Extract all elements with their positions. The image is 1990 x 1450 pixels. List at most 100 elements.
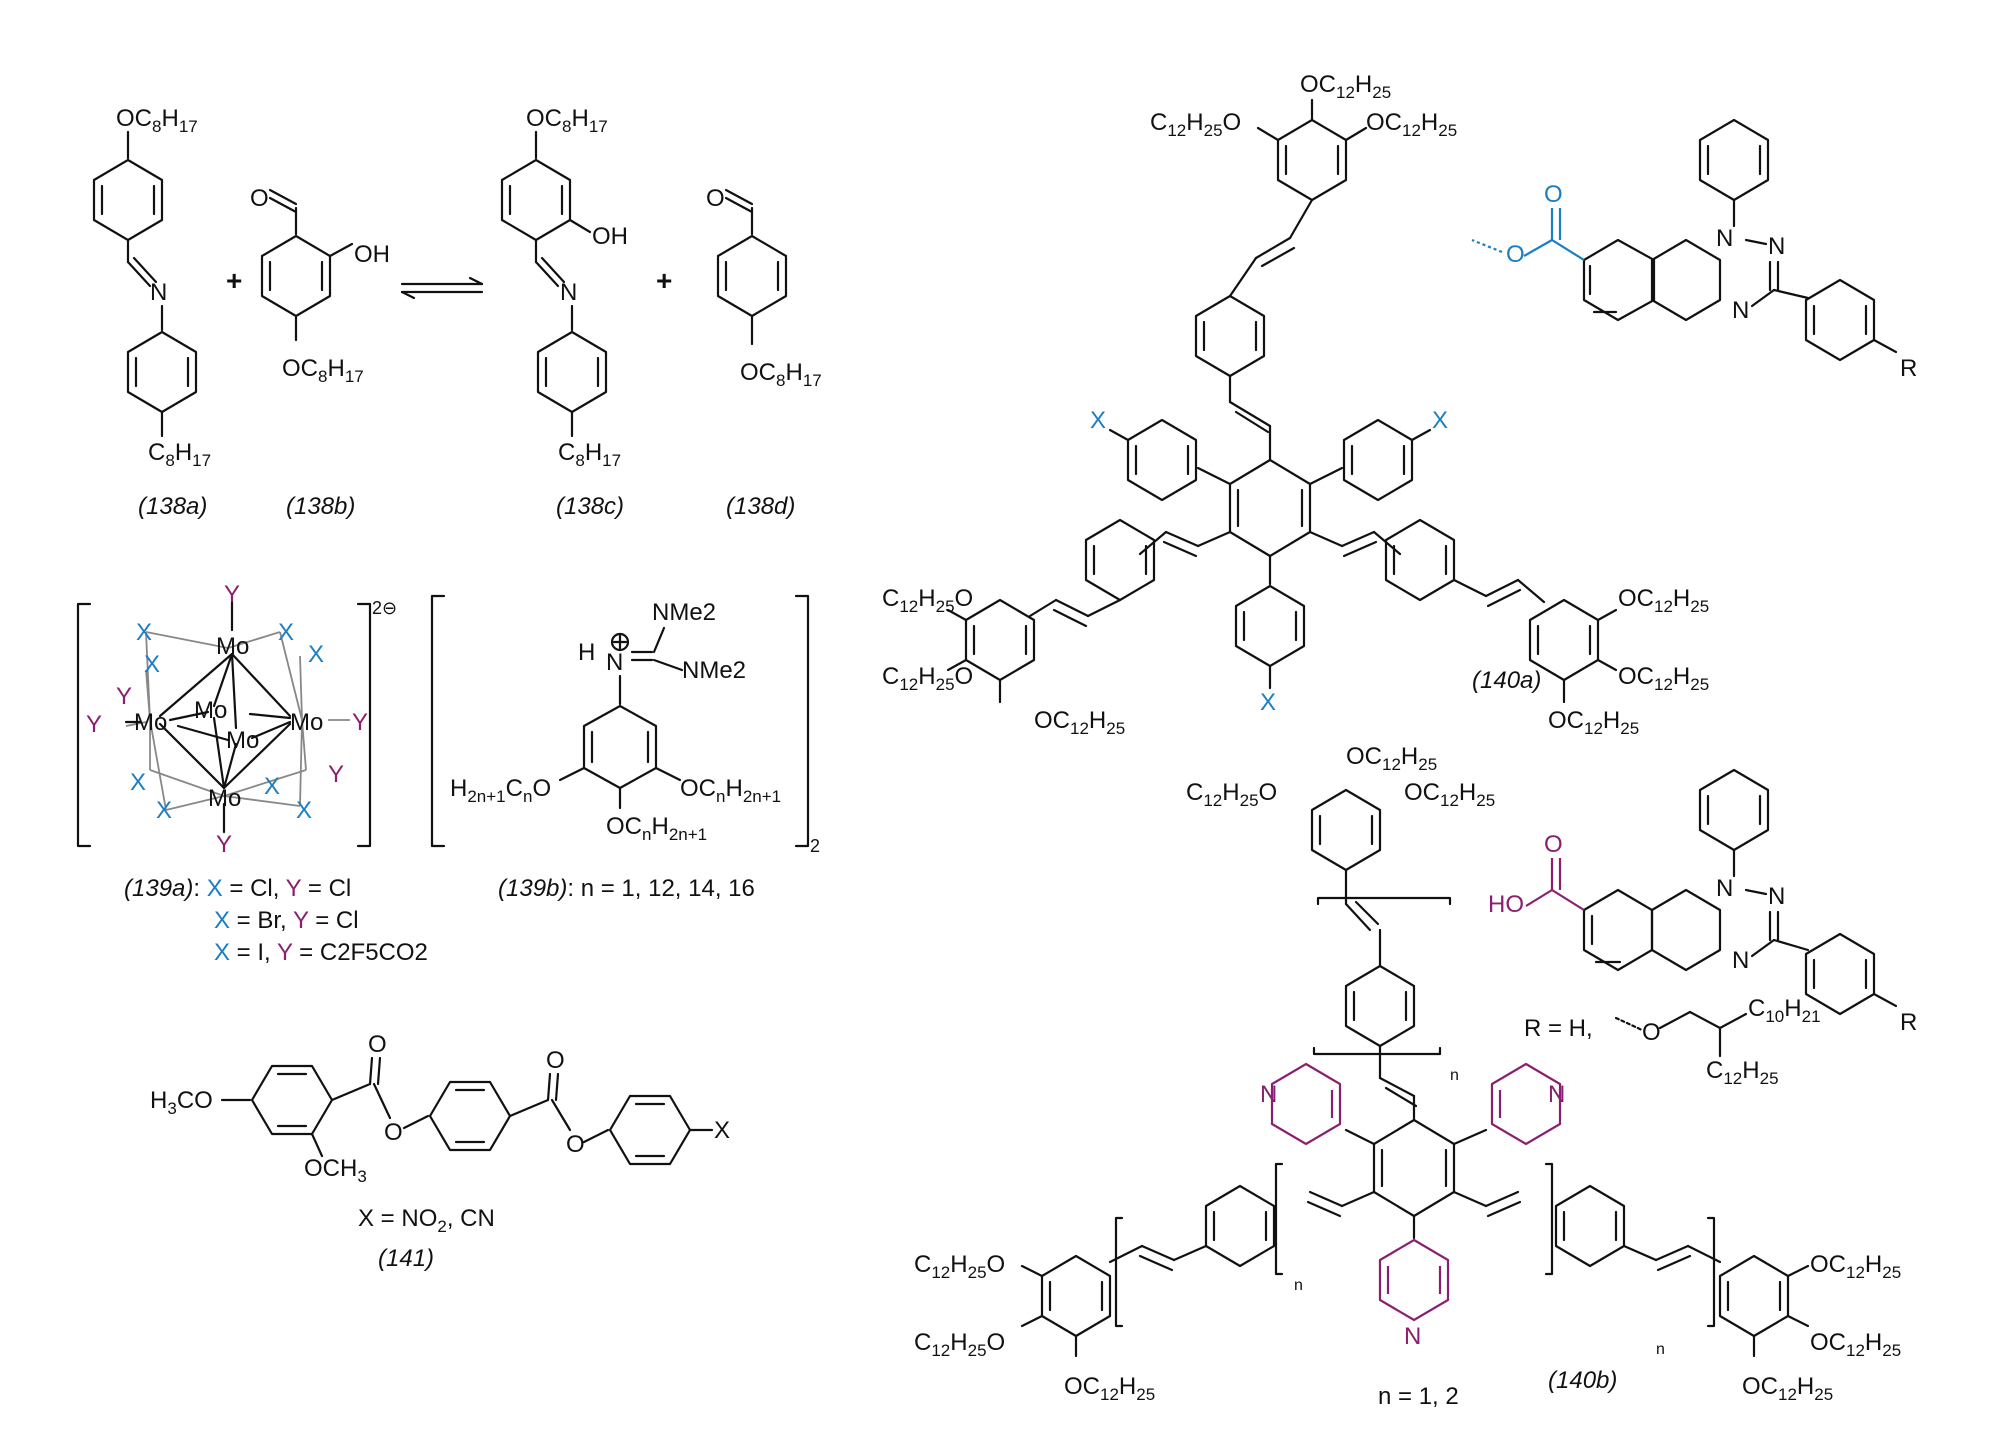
c139a-x: X bbox=[144, 651, 160, 678]
c139a-y: Y bbox=[116, 683, 132, 710]
c141-carbonyl-o: O bbox=[368, 1031, 387, 1058]
equilibrium-arrow bbox=[400, 276, 484, 300]
c140b-acid-o: O bbox=[1544, 831, 1563, 858]
c139b-nme2-right: NMe2 bbox=[682, 657, 746, 684]
c139a-variant-1: (139a): X = Cl, Y = Cl bbox=[124, 875, 351, 902]
c138c-bottom-substituent: C8H17 bbox=[558, 439, 621, 470]
c139b-bottom-substituent: OCnH2n+1 bbox=[606, 813, 707, 844]
c139b-caption: (139b): n = 1, 12, 14, 16 bbox=[498, 875, 755, 902]
c139b-count: 2 bbox=[810, 836, 820, 856]
plus-sign-2: + bbox=[656, 265, 672, 296]
c140a-n2: N bbox=[1768, 233, 1785, 260]
c140b-label: (140b) bbox=[1548, 1367, 1617, 1394]
radical-top: N N N R O O bbox=[1471, 118, 1917, 382]
c141-condition: X = NO2, CN bbox=[358, 1205, 495, 1236]
c138b-bottom-substituent: OC8H17 bbox=[282, 355, 364, 386]
c140a-r: R bbox=[1900, 355, 1917, 382]
c138a-linker: N bbox=[150, 279, 167, 306]
c138c-top-substituent: OC8H17 bbox=[526, 105, 608, 136]
c138a-bottom-substituent: C8H17 bbox=[148, 439, 211, 470]
c139a-x: X bbox=[308, 641, 324, 668]
c140a-chain: OC12H25 bbox=[1300, 71, 1391, 102]
c139a-x: X bbox=[296, 797, 312, 824]
c140b-pyridine-n: N bbox=[1548, 1081, 1565, 1108]
c140b-chain: C12H25O bbox=[914, 1251, 1005, 1282]
c141-ester-o: O bbox=[384, 1119, 403, 1146]
c140b-chain: OC12H25 bbox=[1810, 1251, 1901, 1282]
compound-139b: 2 NMe2 NMe2 H N H2n+1CnO OCnH2n+1 OCnH2n… bbox=[430, 594, 820, 902]
c141-left-substituent: H3CO bbox=[150, 1087, 213, 1118]
c138c-linker: N bbox=[560, 279, 577, 306]
plus-sign: + bbox=[226, 265, 242, 296]
c140a-chain: OC12H25 bbox=[1034, 707, 1125, 738]
c138a-label: (138a) bbox=[138, 493, 207, 520]
c140a-chain: OC12H25 bbox=[1618, 663, 1709, 694]
c140b-branch-b: C12H25 bbox=[1706, 1057, 1779, 1088]
c138b-aldehyde-o: O bbox=[250, 185, 269, 212]
c139a-y: Y bbox=[352, 709, 368, 736]
c140b-triazine-n: N bbox=[1732, 947, 1749, 974]
c139a-mo: Mo bbox=[290, 709, 323, 736]
c140b-branch-a: C10H21 bbox=[1748, 995, 1821, 1026]
c139a-x: X bbox=[136, 619, 152, 646]
c140a-chain: OC12H25 bbox=[1366, 109, 1457, 140]
c138d-bottom-substituent: OC8H17 bbox=[740, 359, 822, 390]
c141-label: (141) bbox=[378, 1245, 434, 1272]
c139a-mo: Mo bbox=[134, 709, 167, 736]
c138d-aldehyde-o: O bbox=[706, 185, 725, 212]
c140a-ester-o: O bbox=[1506, 241, 1525, 268]
c139a-mo: Mo bbox=[208, 785, 241, 812]
c140a-x: X bbox=[1090, 407, 1106, 434]
c138d-label: (138d) bbox=[726, 493, 795, 520]
c139a-x: X bbox=[278, 619, 294, 646]
c139a-y: Y bbox=[216, 831, 232, 858]
c140b-pyridine-n: N bbox=[1260, 1081, 1277, 1108]
c139a-variant-2: X = Br, Y = Cl bbox=[214, 907, 359, 934]
c139a-mo: Mo bbox=[194, 697, 227, 724]
c140b-chain: OC12H25 bbox=[1346, 743, 1437, 774]
c139a-mo: Mo bbox=[226, 727, 259, 754]
c140b-n-subscript: n bbox=[1450, 1067, 1459, 1084]
radical-bottom: N N N R O HO R = H, O C10H21 C12H25 bbox=[1488, 768, 1917, 1088]
c139a-charge: 2⊖ bbox=[372, 598, 397, 618]
c139a-mo: Mo bbox=[216, 633, 249, 660]
c141-x: X bbox=[714, 1117, 730, 1144]
c141-ortho-substituent: OCH3 bbox=[304, 1155, 367, 1186]
c140b-r: R bbox=[1900, 1009, 1917, 1036]
c139a-y: Y bbox=[86, 711, 102, 738]
c140b-chain: OC12H25 bbox=[1742, 1373, 1833, 1404]
c139b-right-substituent: OCnH2n+1 bbox=[680, 775, 781, 806]
c141-carbonyl-o-2: O bbox=[546, 1047, 565, 1074]
c141-ester-o-2: O bbox=[566, 1131, 585, 1158]
c140b-triazine-n: N bbox=[1768, 883, 1785, 910]
c139a-y: Y bbox=[224, 581, 240, 608]
c140a-n1: N bbox=[1716, 225, 1733, 252]
c139b-nme2-top: NMe2 bbox=[652, 599, 716, 626]
c139b-left-substituent: H2n+1CnO bbox=[450, 775, 551, 806]
c140b-n-subscript: n bbox=[1656, 1341, 1665, 1358]
c138c-label: (138c) bbox=[556, 493, 624, 520]
c140b-chain: C12H25O bbox=[914, 1329, 1005, 1360]
c140a-x: X bbox=[1260, 689, 1276, 716]
c140a-chain: C12H25O bbox=[1150, 109, 1241, 140]
compound-138b: O OH OC8H17 (138b) bbox=[250, 185, 390, 520]
c140a-chain: OC12H25 bbox=[1618, 585, 1709, 616]
c139a-variant-3: X = I, Y = C2F5CO2 bbox=[214, 939, 428, 966]
c139b-n: N bbox=[606, 649, 623, 676]
c138b-hydroxyl: OH bbox=[354, 241, 390, 268]
c139a-x: X bbox=[264, 773, 280, 800]
c140b-pyridine-n: N bbox=[1404, 1323, 1421, 1350]
c140b-chain: OC12H25 bbox=[1064, 1373, 1155, 1404]
c140a-chain: C12H25O bbox=[882, 663, 973, 694]
c140a-label: (140a) bbox=[1472, 667, 1541, 694]
c140b-chain: OC12H25 bbox=[1404, 779, 1495, 810]
c140b-condition: n = 1, 2 bbox=[1378, 1383, 1459, 1410]
compound-140a: OC12H25 C12H25O OC12H25 X bbox=[882, 71, 1709, 738]
c140b-hydroxyl: HO bbox=[1488, 891, 1524, 918]
c140b-n-subscript: n bbox=[1294, 1277, 1303, 1294]
compound-141: H3CO OCH3 O O O O X X = NO2, CN (141) bbox=[150, 1031, 730, 1272]
c140a-chain: C12H25O bbox=[882, 585, 973, 616]
compound-140b: OC12H25 C12H25O OC12H25 n N N bbox=[914, 743, 1901, 1410]
c140a-n3: N bbox=[1732, 297, 1749, 324]
compound-139a: 2⊖ Mo Mo Mo Mo bbox=[76, 581, 428, 966]
